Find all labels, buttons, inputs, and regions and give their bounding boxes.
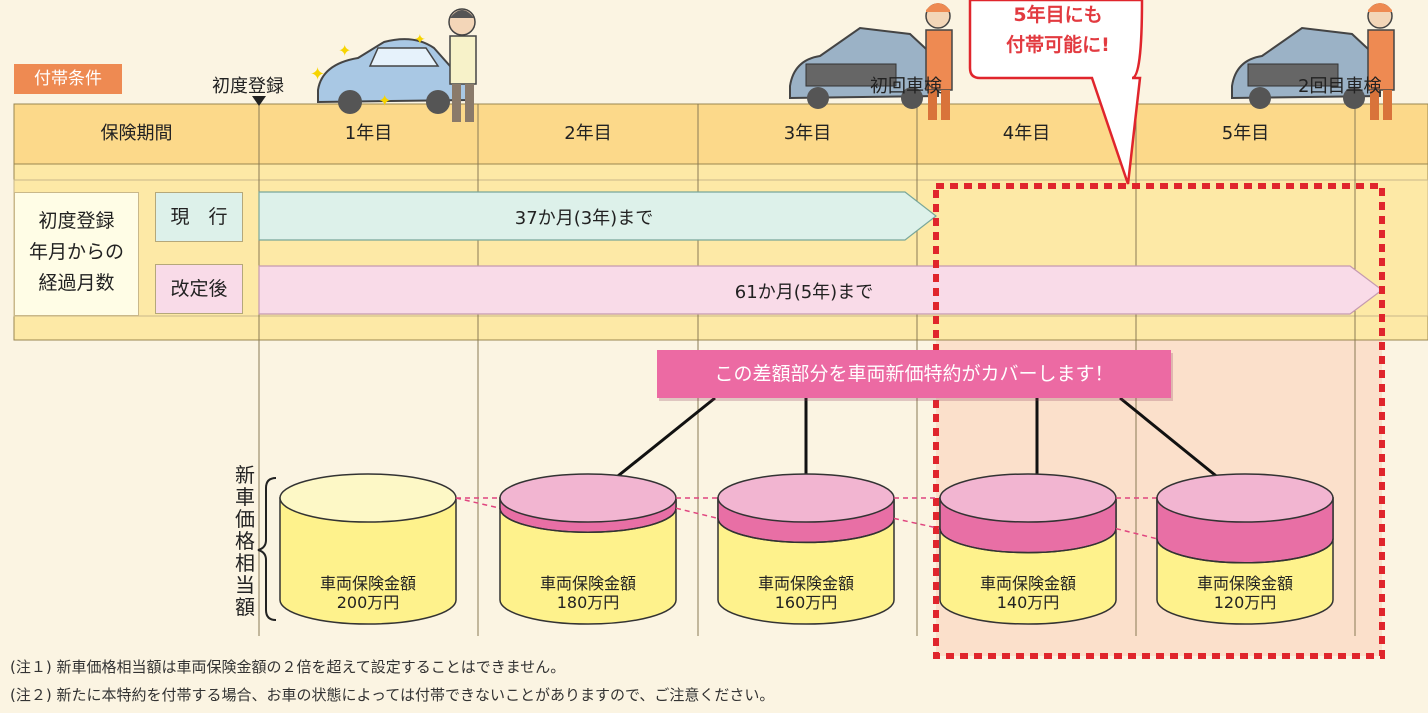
current-bar-arrow <box>258 191 937 241</box>
insurance-period-header: 保険期間 <box>100 123 173 144</box>
connector-split <box>1115 527 1158 540</box>
callout-line-2: 付帯可能に! <box>1006 34 1110 56</box>
car-inspection-illustration-2 <box>1231 26 1381 109</box>
coverage-cylinder <box>1156 473 1334 625</box>
coverage-banner: この差額部分を車両新価特約がカバーします！ <box>657 350 1171 398</box>
connector-split <box>455 497 501 509</box>
year-header-5: 5年目 <box>1221 123 1270 144</box>
mechanic-illustration-1 <box>925 3 953 120</box>
current-bar-text: 37か月(3年)まで <box>514 208 654 229</box>
cylinder-title: 車両保険金額 <box>1196 574 1293 593</box>
note-2: (注２) 新たに本特約を付帯する場合、お車の状態によっては付帯できないことがあり… <box>10 686 775 704</box>
connector-split <box>675 507 719 520</box>
coverage-cylinder <box>499 473 677 625</box>
cylinder-title: 車両保険金額 <box>979 574 1076 593</box>
revised-bar-arrow <box>258 265 1383 315</box>
coverage-cylinder <box>279 473 457 625</box>
car-illustration-new: ✦ ✦ ✦ ✦ <box>310 32 469 114</box>
person-owner-illustration <box>448 8 477 122</box>
svg-text:✦: ✦ <box>378 91 391 110</box>
current-tag: 現 行 <box>155 192 243 242</box>
first-registration-label: 初度登録 <box>212 76 284 97</box>
revised-bar-text: 61か月(5年)まで <box>734 282 874 303</box>
first-inspection-label: 初回車検 <box>870 76 942 97</box>
year-header-1: 1年目 <box>344 123 393 144</box>
svg-text:✦: ✦ <box>310 64 325 85</box>
second-inspection-label: 2回目車検 <box>1298 76 1382 97</box>
car-inspection-illustration-1 <box>789 26 939 109</box>
year-header-2: 2年目 <box>564 123 612 144</box>
connector-split <box>893 517 941 530</box>
coverage-cylinder <box>939 473 1117 625</box>
new-car-price-bracket <box>257 477 277 621</box>
cylinder-title: 車両保険金額 <box>757 574 854 593</box>
revised-tag: 改定後 <box>155 264 243 314</box>
new-car-price-vertical-text: 新車価格相当額 <box>235 463 255 619</box>
cylinder-amount: 200万円 <box>336 593 400 612</box>
header-band <box>13 103 1428 165</box>
coverage-cylinder <box>717 473 895 625</box>
callout-bubble <box>968 0 1144 185</box>
cylinder-amount: 120万円 <box>1213 593 1277 612</box>
cylinder-amount: 140万円 <box>996 593 1060 612</box>
condition-badge: 付帯条件 <box>14 64 122 94</box>
svg-text:✦: ✦ <box>338 41 351 60</box>
year-header-4: 4年目 <box>1002 123 1051 144</box>
cylinder-title: 車両保険金額 <box>539 574 636 593</box>
elapsed-months-label: 初度登録 年月からの 経過月数 <box>14 192 139 316</box>
callout-line-1: 5年目にも <box>1013 4 1103 26</box>
cylinder-amount: 160万円 <box>774 593 838 612</box>
year-header-3: 3年目 <box>783 123 832 144</box>
cylinder-group <box>279 473 1334 625</box>
extension-dashed-frame <box>933 183 1385 659</box>
cylinder-title: 車両保険金額 <box>319 574 416 593</box>
note-1: (注１) 新車価格相当額は車両保険金額の２倍を超えて設定することはできません。 <box>10 658 566 676</box>
callout-text: 5年目にも 付帯可能に! <box>972 0 1144 60</box>
mechanic-illustration-2 <box>1367 3 1395 120</box>
elapsed-months-text: 初度登録 年月からの 経過月数 <box>28 210 124 294</box>
svg-text:✦: ✦ <box>414 32 426 48</box>
new-car-price-vertical-label: 新車価格相当額 <box>228 464 262 618</box>
cylinder-amount: 180万円 <box>556 593 620 612</box>
